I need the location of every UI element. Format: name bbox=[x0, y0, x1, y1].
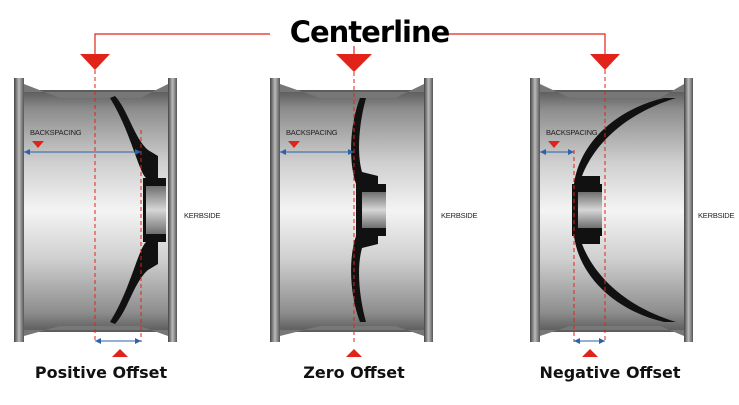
backspacing-label: BACKSPACING bbox=[286, 128, 338, 137]
wheel-rim-top bbox=[532, 78, 692, 98]
centerline-marker-icon bbox=[80, 54, 110, 70]
centerline-marker-icon bbox=[336, 54, 372, 72]
backspacing-label: BACKSPACING bbox=[30, 128, 82, 137]
backspacing-marker-icon bbox=[32, 141, 44, 148]
arrowhead-icon bbox=[599, 338, 605, 344]
arrowhead-icon bbox=[568, 149, 574, 155]
arrowhead-icon bbox=[540, 149, 546, 155]
arrowhead-icon bbox=[280, 149, 286, 155]
hub bbox=[146, 186, 166, 234]
inner-flange bbox=[530, 78, 540, 342]
arrowhead-icon bbox=[574, 338, 580, 344]
offset-marker-icon bbox=[582, 349, 598, 357]
arrowhead-icon bbox=[135, 338, 141, 344]
zero-offset-wheel bbox=[270, 54, 433, 357]
wheel-rim-bottom bbox=[16, 326, 176, 342]
inner-flange bbox=[14, 78, 24, 342]
wheel-rim-bottom bbox=[532, 326, 692, 342]
backspacing-marker-icon bbox=[548, 141, 560, 148]
wheel-spoke bbox=[351, 236, 378, 322]
centerline-connector bbox=[94, 33, 270, 55]
hub bbox=[362, 192, 386, 228]
positive-offset-caption: Positive Offset bbox=[34, 363, 168, 382]
wheel-rim-bottom bbox=[272, 326, 432, 342]
kerbside-label: KERBSIDE bbox=[184, 211, 221, 220]
kerbside-label: KERBSIDE bbox=[698, 211, 735, 220]
wheel-spoke bbox=[351, 98, 378, 184]
outer-flange bbox=[684, 78, 693, 342]
wheel-spoke bbox=[110, 240, 158, 324]
wheel-spoke bbox=[574, 98, 676, 184]
inner-flange bbox=[270, 78, 280, 342]
arrowhead-icon bbox=[24, 149, 30, 155]
offset-marker-icon bbox=[346, 349, 362, 357]
zero-offset-caption: Zero Offset bbox=[303, 363, 405, 382]
wheel-rim-top bbox=[16, 78, 176, 98]
centerline-marker-icon bbox=[590, 54, 620, 70]
backspacing-label: BACKSPACING bbox=[546, 128, 598, 137]
wheel-spoke bbox=[574, 236, 676, 322]
outer-flange bbox=[168, 78, 177, 342]
negative-offset-wheel bbox=[530, 54, 693, 357]
arrowhead-icon bbox=[95, 338, 101, 344]
hub bbox=[578, 192, 602, 228]
positive-offset-wheel bbox=[14, 54, 177, 357]
negative-offset-caption: Negative Offset bbox=[539, 363, 681, 382]
outer-flange bbox=[424, 78, 433, 342]
wheel-rim-top bbox=[272, 78, 432, 98]
wheel-spoke bbox=[110, 96, 158, 180]
backspacing-marker-icon bbox=[288, 141, 300, 148]
diagram-title: Centerline bbox=[289, 15, 451, 49]
kerbside-label: KERBSIDE bbox=[441, 211, 478, 220]
arrowhead-icon bbox=[348, 149, 354, 155]
offset-marker-icon bbox=[112, 349, 128, 357]
centerline-connector bbox=[435, 33, 606, 55]
arrowhead-icon bbox=[135, 149, 141, 155]
